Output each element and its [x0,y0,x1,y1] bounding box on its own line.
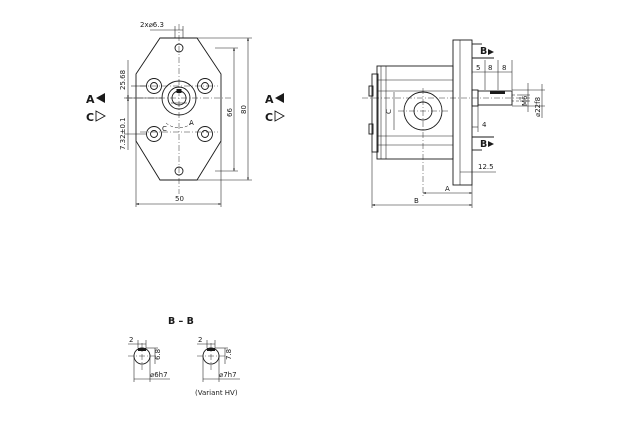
port-c-right-label: C [265,111,273,124]
dim-25-68: 25.68 [119,70,127,90]
shaft-mark-c: C [162,125,167,133]
dim-4: 4 [482,121,487,129]
bolt-top-left [146,78,162,94]
port-c-left-marker [95,110,106,122]
port-c-left-label: C [86,111,94,124]
shaft-mark-a: A [189,119,194,127]
section-b-b: B – B 2 6.8 ⌀6h7 [128,316,240,397]
rear-cover [371,73,379,153]
dim-a: A [445,185,450,193]
left-dim-2: 2 [129,336,133,344]
section-title: B – B [168,316,194,327]
left-dim-height: 6.8 [154,349,162,360]
mount-hole-top [174,43,184,53]
port-c-label: C [385,109,393,114]
side-view: C B B 5 8 8 M6 ⌀22f8 4 [362,39,545,208]
section-mark-top: B [480,46,487,57]
dim-66: 66 [226,108,234,117]
port-a-right-marker [275,93,284,103]
front-view: A C 2x⌀6.3 25.68 7.32±0.1 66 80 50 A [86,21,285,207]
section-left: 2 6.8 ⌀6h7 [128,336,170,382]
port-a-left-label: A [86,93,95,106]
shaft-hub [161,80,197,116]
dim-b: B [414,197,419,205]
right-dim-height: 7.8 [225,349,233,360]
variant-note: (Variant HV) [195,389,238,397]
rotation-arrow [165,122,193,129]
dim-m6: M6 [521,95,529,106]
bolt-top-right [197,78,213,94]
section-mark-bottom: B [480,139,487,150]
dim-12-5: 12.5 [478,163,494,171]
dim-5: 5 [476,64,480,72]
mounting-flange [452,39,473,186]
mount-hole-bottom [174,166,184,176]
port-a-right-label: A [265,93,274,106]
section-right: 2 7.8 ⌀7h7 [197,336,240,382]
dim-50: 50 [175,195,184,203]
dim-80: 80 [240,105,248,114]
dim-shaft-dia: ⌀22f8 [534,97,542,117]
dim-8b: 8 [502,64,506,72]
dim-8a: 8 [488,64,492,72]
bolt-bottom-left [146,126,162,142]
right-dim-2: 2 [198,336,202,344]
left-dim-dia: ⌀6h7 [150,371,168,379]
port-a-left-marker [96,93,105,103]
hole-spec-label: 2x⌀6.3 [140,21,164,29]
bolt-bottom-right [197,126,213,142]
right-dim-dia: ⌀7h7 [219,371,237,379]
port-c-right-marker [274,110,285,122]
dim-7-32: 7.32±0.1 [119,117,127,150]
